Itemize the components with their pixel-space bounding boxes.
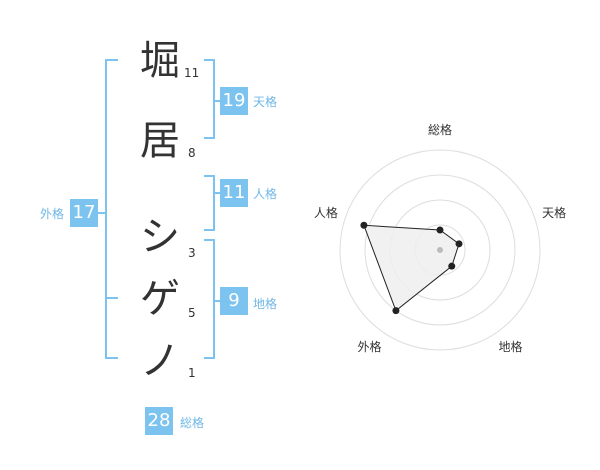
gaikaku-badge: 17 — [70, 199, 98, 227]
radar-center — [437, 247, 443, 253]
jinkaku-label: 人格 — [253, 187, 278, 201]
radar-point-3 — [448, 262, 456, 270]
chikaku-label: 地格 — [253, 297, 278, 311]
name-char-1: 堀 — [140, 38, 180, 84]
chikaku-badge: 9 — [220, 287, 248, 315]
name-char-2: 居 — [140, 118, 180, 164]
radar-point-4 — [392, 307, 400, 315]
soukaku-badge: 28 — [145, 407, 173, 435]
stroke-count-3: 3 — [188, 246, 196, 260]
stroke-count-5: 1 — [188, 366, 196, 380]
radar-point-2 — [455, 240, 463, 248]
radar-point-5 — [360, 221, 368, 229]
gaikaku-bracket — [105, 59, 118, 359]
name-char-4: ゲ — [140, 276, 180, 322]
chikaku-bracket — [204, 239, 215, 359]
jinkaku-bracket — [204, 175, 215, 231]
radar-axis-label-2: 天格 — [542, 205, 566, 220]
jinkaku-badge: 11 — [220, 179, 248, 207]
gaikaku-label: 外格 — [40, 207, 65, 221]
stroke-count-4: 5 — [188, 306, 196, 320]
tenkaku-label: 天格 — [253, 95, 278, 109]
soukaku-label: 総格 — [180, 416, 205, 430]
name-char-5: ノ — [140, 338, 180, 384]
name-char-3: シ — [140, 214, 180, 260]
radar-axis-label-5: 人格 — [314, 205, 338, 220]
stroke-count-2: 8 — [188, 146, 196, 160]
radar-ring — [339, 149, 541, 351]
radar-ring — [364, 174, 516, 326]
radar-axis-label-3: 地格 — [499, 339, 523, 354]
tenkaku-bracket — [204, 59, 215, 139]
radar-polygon — [363, 224, 460, 312]
tenkaku-badge: 19 — [220, 87, 248, 115]
radar-point-1 — [436, 226, 444, 234]
radar-axis-label-4: 外格 — [357, 339, 381, 354]
stroke-count-1: 11 — [184, 66, 200, 80]
radar-axis-label-1: 総格 — [428, 122, 452, 137]
